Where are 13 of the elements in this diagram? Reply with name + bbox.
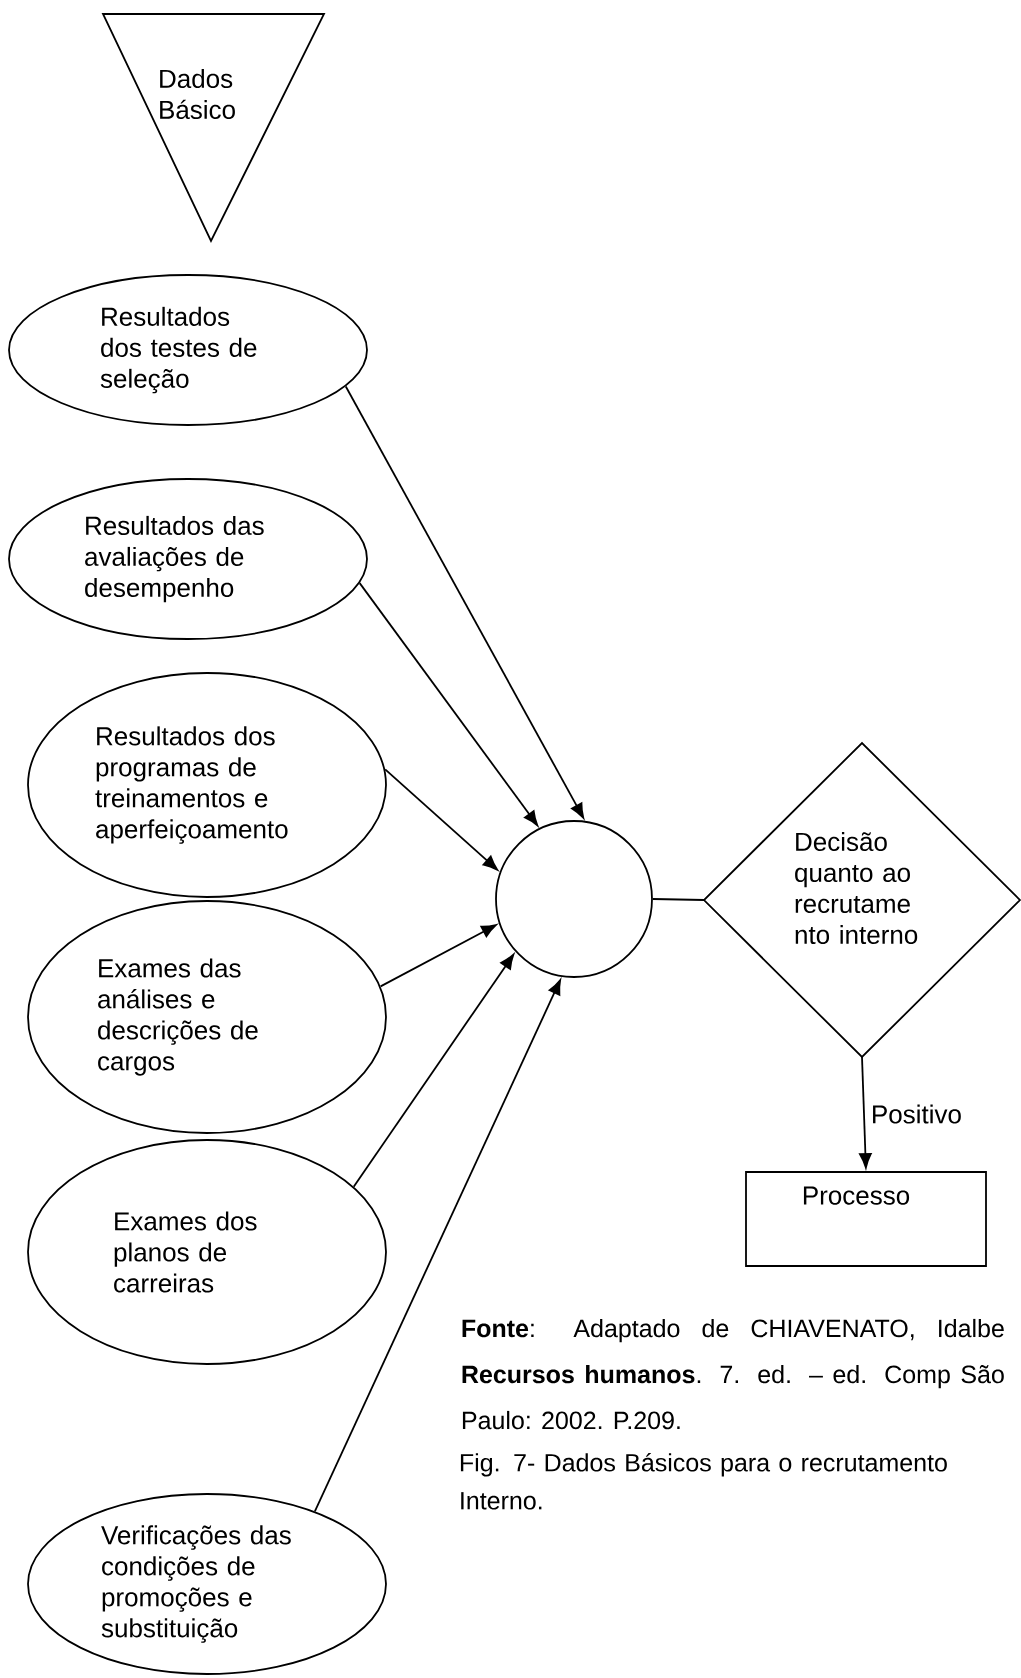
merge-circle bbox=[495, 820, 653, 978]
arrow bbox=[344, 385, 585, 819]
arrow bbox=[358, 582, 539, 827]
arrow bbox=[352, 953, 515, 1188]
figure-caption: Fig. 7- Dados Básicos para o recrutamento Interno. bbox=[460, 1452, 947, 1510]
connector-line bbox=[652, 898, 705, 901]
arrow bbox=[859, 1056, 872, 1169]
arrow bbox=[379, 924, 497, 988]
source-note: Fonte: Adaptado de CHIAVENATO, Idalbe Recursos humanos. 7. ed. – ed. Comp São Paulo: 2002. P.209. bbox=[462, 1318, 1004, 1430]
arrow bbox=[384, 768, 499, 871]
edge-label: Positivo bbox=[873, 1104, 961, 1124]
arrow bbox=[313, 979, 562, 1513]
process-box: Processo bbox=[745, 1171, 987, 1267]
